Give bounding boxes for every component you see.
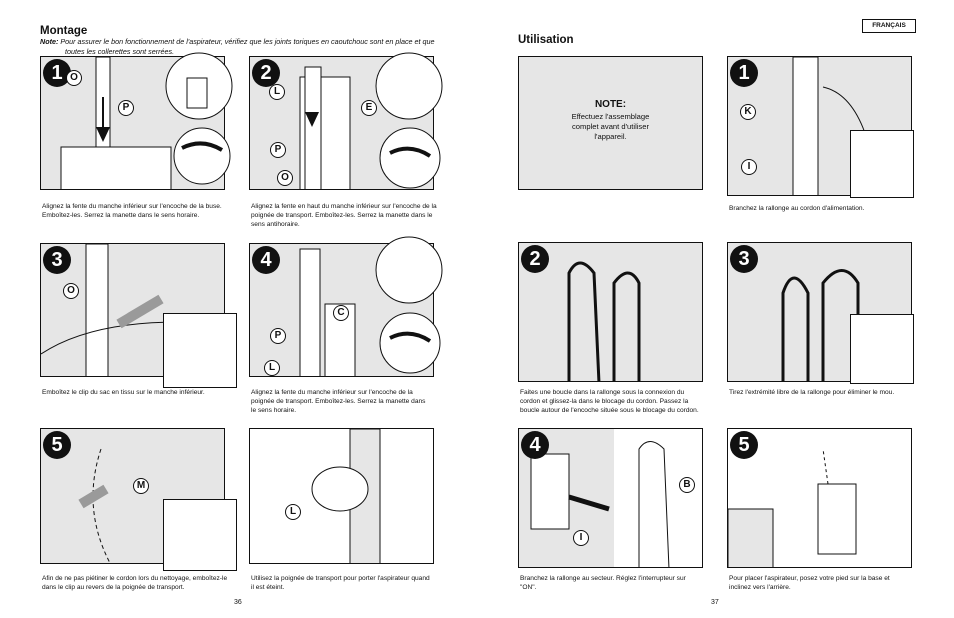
step-number: 2 [521, 245, 549, 273]
part-label-m: M [133, 478, 149, 494]
caption-line: Utilisez la poignée de transport pour po… [251, 575, 430, 582]
note-text: Pour assurer le bon fonctionnement de l'… [60, 37, 435, 46]
caption-line: le sens horaire. [251, 406, 297, 414]
language-tab: FRANÇAIS [862, 19, 916, 33]
section-heading-utilisation: Utilisation [518, 34, 574, 46]
step-number: 2 [252, 59, 280, 87]
step-number: 4 [252, 246, 280, 274]
assembly-note: Note: Pour assurer le bon fonctionnement… [40, 37, 460, 56]
use-step-3-caption: Tirez l'extrémité libre de la rallonge p… [729, 389, 929, 398]
part-label-p: P [270, 142, 286, 158]
caption-line: poignée de transport. Emboîtez-les. Serr… [251, 211, 433, 219]
use-step-2-illustration: 2 [518, 242, 703, 382]
carry-caption: Utilisez la poignée de transport pour po… [251, 575, 451, 593]
step-3-caption: Emboîtez le clip du sac en tissu sur le … [42, 389, 242, 398]
caption-line: Emboîtez-les. Serrez la manette dans le … [42, 211, 200, 219]
part-label-l: L [285, 504, 301, 520]
caption-line: Alignez la fente du manche inférieur sur… [251, 389, 413, 396]
note-box-text: Effectuez l'assemblage complet avant d'u… [566, 112, 656, 142]
part-label-i: I [573, 530, 589, 546]
carry-handle-illustration [249, 428, 434, 564]
part-label-l: L [269, 84, 285, 100]
part-label-p: P [270, 328, 286, 344]
caption-line: cordon et glissez-la dans le blocage du … [520, 397, 689, 405]
part-label-i: I [741, 159, 757, 175]
caption-line: Branchez la rallonge au secteur. Réglez … [520, 575, 686, 582]
caption-line: Alignez la fente du manche inférieur sur… [42, 203, 222, 210]
part-label-o: O [277, 170, 293, 186]
caption-line: sens antihoraire. [251, 220, 300, 228]
caption-line: Emboîtez le clip du sac en tissu sur le … [42, 389, 205, 396]
step-5-detail-box [163, 499, 237, 571]
caption-line: Afin de ne pas piétiner le cordon lors d… [42, 575, 228, 582]
step-number: 4 [521, 431, 549, 459]
step-2-caption: Alignez la fente en haut du manche infér… [251, 203, 451, 229]
caption-line: Alignez la fente en haut du manche infér… [251, 203, 437, 210]
step-4-detail-circles [375, 236, 443, 374]
caption-line: Pour placer l'aspirateur, posez votre pi… [729, 575, 890, 582]
part-label-o: O [63, 283, 79, 299]
use-step-5-illustration: 5 [727, 428, 912, 568]
step-number: 3 [43, 246, 71, 274]
caption-line: inclinez vers l'arrière. [729, 583, 791, 591]
step-number: 3 [730, 245, 758, 273]
page-number-left: 36 [234, 599, 242, 606]
part-label-b: B [679, 477, 695, 493]
step-1-caption: Alignez la fente du manche inférieur sur… [42, 203, 242, 221]
part-label-e: E [361, 100, 377, 116]
use-step-2-caption: Faites une boucle dans la rallonge sous … [520, 389, 710, 415]
caption-line: poignée de transport. Emboîtez-les. Serr… [251, 397, 426, 405]
caption-line: il est éteint. [251, 583, 285, 591]
step-5-illustration: 5 [40, 428, 225, 564]
step-2-detail-circles [375, 52, 443, 189]
part-label-p: P [118, 100, 134, 116]
use-step-1-caption: Branchez la rallonge au cordon d'aliment… [729, 205, 929, 214]
page-number-right: 37 [711, 599, 719, 606]
note-line: complet avant d'utiliser [571, 122, 649, 131]
step-4-caption: Alignez la fente du manche inférieur sur… [251, 389, 451, 415]
note-box: NOTE: Effectuez l'assemblage complet ava… [518, 56, 703, 190]
note-text-2: toutes les collerettes sont serrées. [65, 46, 175, 56]
note-line: l'appareil. [594, 132, 627, 141]
part-label-o: O [66, 70, 82, 86]
step-3-illustration: 3 [40, 243, 225, 377]
caption-line: Faites une boucle dans la rallonge sous … [520, 389, 685, 396]
part-label-c: C [333, 305, 349, 321]
note-box-title: NOTE: [594, 99, 627, 110]
use-step-5-caption: Pour placer l'aspirateur, posez votre pi… [729, 575, 929, 593]
caption-line: dans le clip au revers de la poignée de … [42, 583, 185, 591]
caption-line: boucle autour de l'encoche située sous l… [520, 406, 699, 414]
step-number: 1 [730, 59, 758, 87]
step-1-detail-circles [165, 52, 233, 185]
step-3-detail-box [163, 313, 237, 388]
use-step-1-detail-box [850, 130, 914, 198]
note-label: Note: [40, 37, 59, 46]
caption-line: Tirez l'extrémité libre de la rallonge p… [729, 389, 895, 396]
section-heading-montage: Montage [40, 25, 88, 37]
step-number: 5 [43, 431, 71, 459]
use-step-4-caption: Branchez la rallonge au secteur. Réglez … [520, 575, 710, 593]
part-label-l: L [264, 360, 280, 376]
step-number: 5 [730, 431, 758, 459]
note-line: Effectuez l'assemblage [571, 112, 650, 121]
use-step-3-detail-box [850, 314, 914, 384]
caption-line: "ON". [520, 583, 537, 591]
use-step-4-illustration: 4 [518, 428, 703, 568]
caption-line: Branchez la rallonge au cordon d'aliment… [729, 205, 865, 212]
part-label-k: K [740, 104, 756, 120]
step-5-caption: Afin de ne pas piétiner le cordon lors d… [42, 575, 242, 593]
